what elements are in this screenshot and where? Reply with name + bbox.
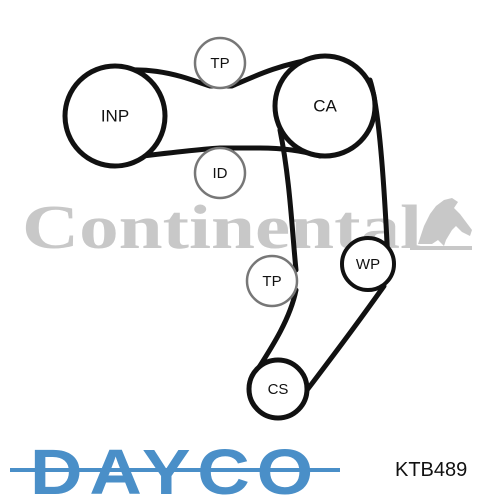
dayco-logo: DAYCO bbox=[10, 436, 340, 500]
pulley-wp-label: WP bbox=[356, 256, 380, 273]
horse-logo-icon bbox=[410, 198, 472, 250]
pulley-id-label: ID bbox=[213, 165, 228, 182]
pulley-ca-label: CA bbox=[313, 96, 337, 115]
pulley-inp-label: INP bbox=[101, 106, 129, 125]
pulley-cs: CS bbox=[246, 357, 310, 421]
pulley-inp: INP bbox=[62, 63, 168, 169]
brand-text: DAYCO bbox=[30, 436, 320, 500]
pulley-tp-top: TP bbox=[193, 36, 247, 90]
pulley-cs-label: CS bbox=[268, 381, 289, 398]
pulley-tp-top-label: TP bbox=[210, 55, 229, 72]
pulley-wp: WP bbox=[340, 236, 396, 292]
pulley-id: ID bbox=[193, 146, 247, 200]
pulley-ca: CA bbox=[272, 53, 378, 159]
continental-watermark: Continental bbox=[22, 194, 472, 262]
pulley-tp-mid: TP bbox=[245, 254, 299, 308]
part-code: KTB489 bbox=[395, 459, 467, 481]
pulley-tp-mid-label: TP bbox=[262, 273, 281, 290]
